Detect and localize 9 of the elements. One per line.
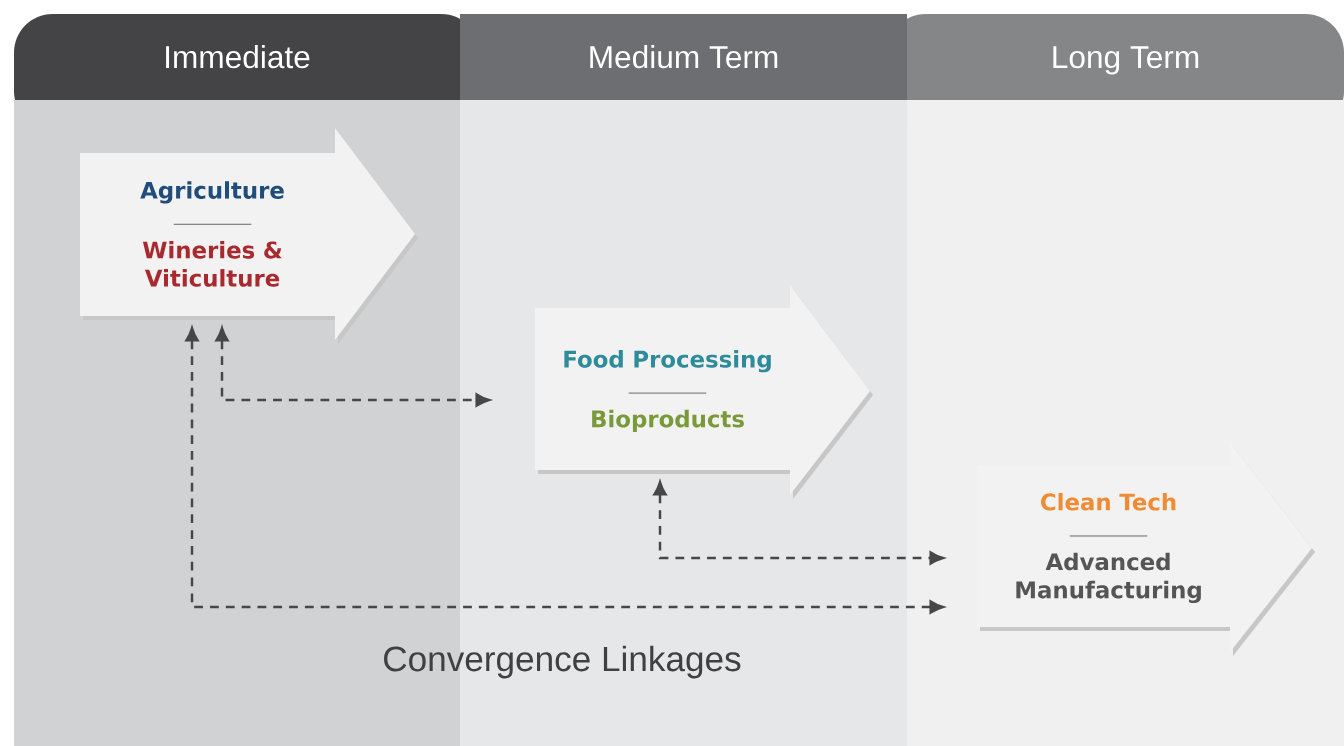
node-label: Clean Tech [1041,492,1176,511]
node-label: Advanced Manufacturing [1016,552,1201,604]
node-label: Medium Term [590,45,778,69]
dashed-arrow [185,327,944,614]
node-label: Long Term [1053,46,1199,75]
dashed-arrow [215,327,490,407]
caption-text: Convergence Linkages [384,645,741,679]
node-label: Immediate [166,45,310,69]
dashed-arrow [653,481,944,565]
